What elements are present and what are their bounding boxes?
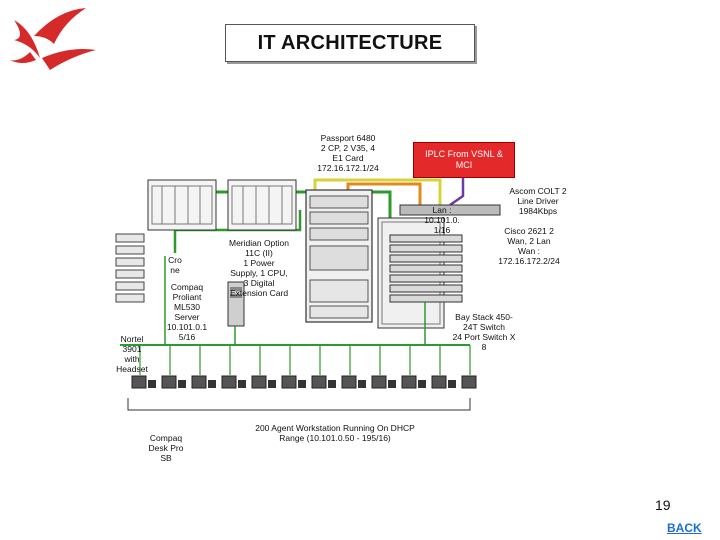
stacked-panels: [115, 233, 145, 303]
computer-workstation-icon: [131, 375, 477, 389]
equipment-rack-icon: [147, 179, 297, 231]
page-title: IT ARCHITECTURE: [225, 24, 475, 62]
workstations-label: 200 Agent Workstation Running On DHCP Ra…: [255, 423, 415, 443]
page-number: 19: [655, 497, 671, 513]
ip-phone-icon: [148, 380, 456, 388]
compaq-server-label: Compaq Proliant ML530 Server 10.101.0.1 …: [166, 282, 208, 342]
link-orange: [346, 182, 422, 206]
lan-label: Lan : 10.101.0. 1/16: [424, 205, 460, 235]
cro-label: Cro ne: [168, 255, 182, 275]
nortel-label: Nortel 3901 with Headset: [116, 334, 148, 374]
server-tower-icon: [227, 281, 245, 327]
ascom-label: Ascom COLT 2 Line Driver 1984Kbps: [509, 186, 567, 216]
link-purple: [449, 176, 465, 207]
iplc-box: IPLC From VSNL & MCI: [413, 142, 515, 178]
back-link[interactable]: BACK: [667, 521, 702, 535]
cisco-label: Cisco 2621 2 Wan, 2 Lan Wan : 172.16.172…: [498, 226, 560, 266]
link-yellow: [313, 178, 442, 215]
baystack-label: Bay Stack 450- 24T Switch 24 Port Switch…: [452, 312, 516, 352]
compaq-desk-label: Compaq Desk Pro SB: [148, 433, 184, 463]
main-rack: [305, 189, 373, 323]
baystack-switches: [389, 234, 463, 303]
meridian-label: Meridian Option 11C (II) 1 Power Supply,…: [228, 238, 289, 298]
passport-label: Passport 6480 2 CP, 2 V35, 4 E1 Card 172…: [317, 133, 379, 173]
